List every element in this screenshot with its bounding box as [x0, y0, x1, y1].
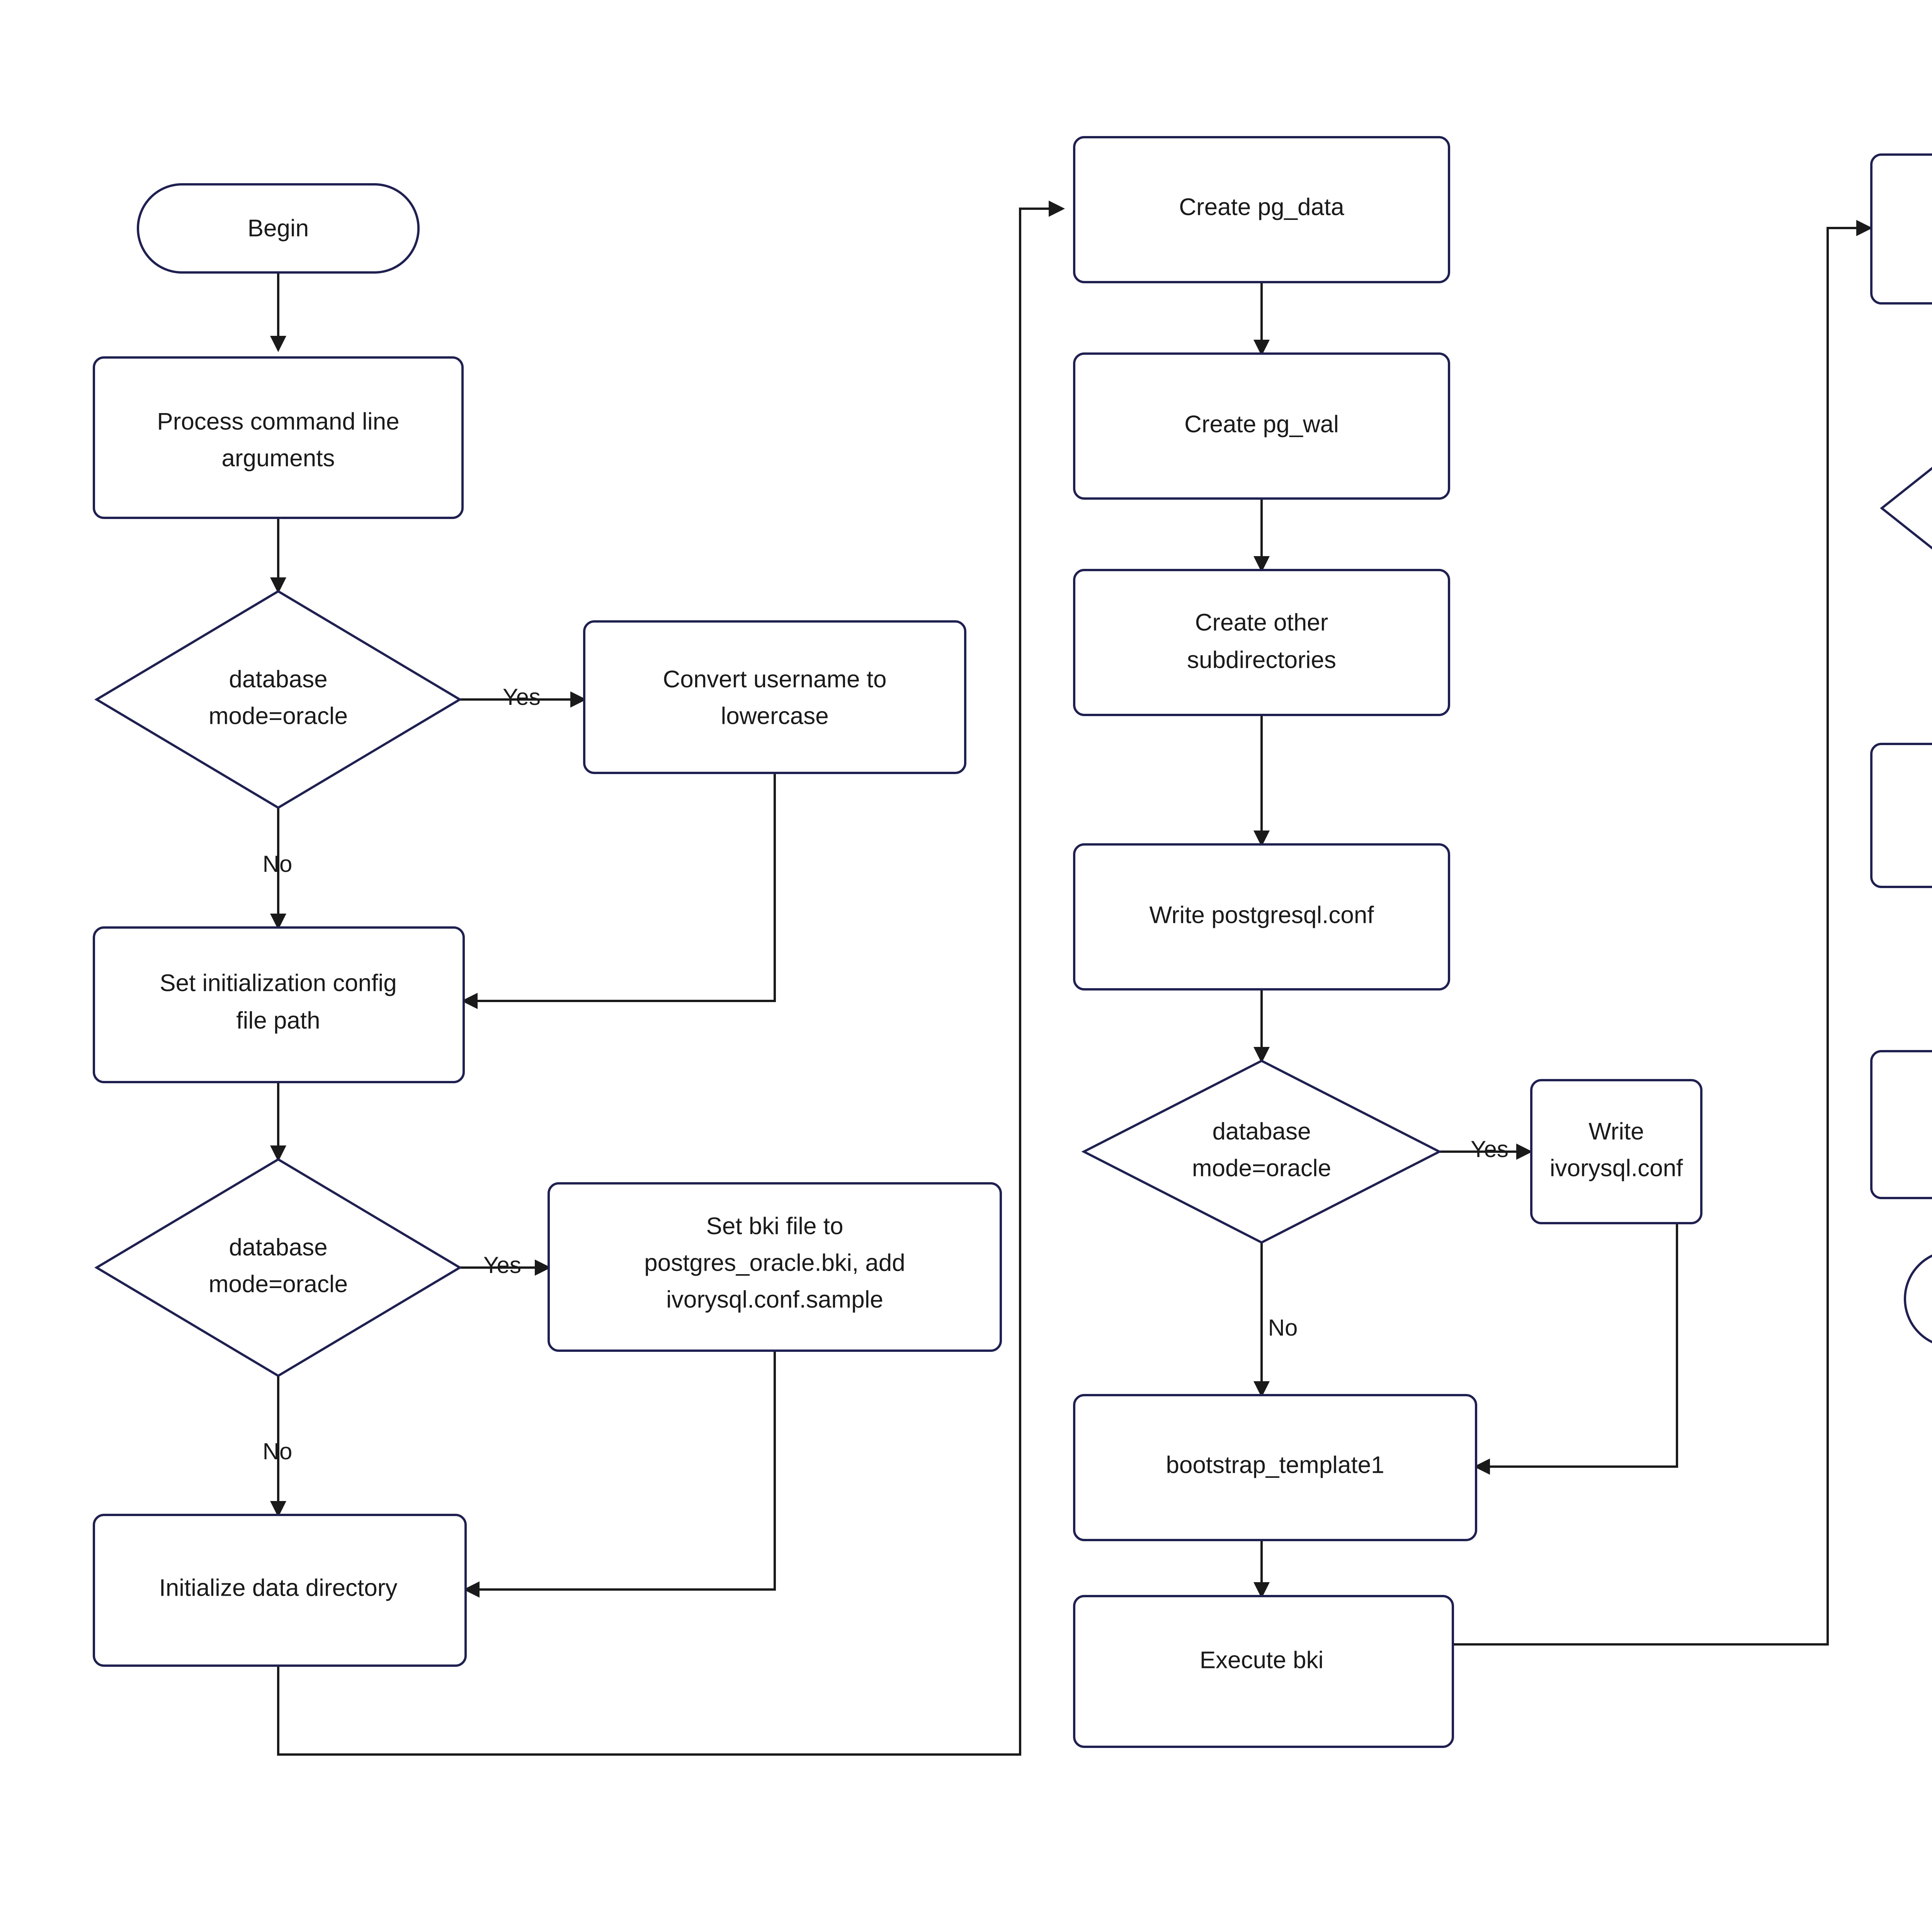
write-ivorysql-conf-label-line2: ivorysql.conf: [1550, 1155, 1683, 1181]
node-decision3[interactable]: database mode=oracle: [1081, 1059, 1442, 1244]
init-db-objects-shape[interactable]: [1870, 153, 1932, 305]
edge-layer: [270, 201, 1872, 1756]
create-pg-data-label: Create pg_data: [1179, 194, 1344, 220]
create-pg-wal-label: Create pg_wal: [1184, 411, 1339, 437]
decision3-label-line2: mode=oracle: [1192, 1155, 1331, 1181]
convert-username-label-line2: lowercase: [721, 703, 828, 729]
convert-username-label-line1: Convert username to: [663, 666, 887, 693]
node-end[interactable]: End: [1904, 1251, 1932, 1347]
node-create-pg-data[interactable]: Create pg_data: [1073, 136, 1450, 283]
decision2-label-line2: mode=oracle: [209, 1271, 348, 1297]
write-ivorysql-conf-shape[interactable]: [1530, 1079, 1702, 1224]
bootstrap-template1-shape[interactable]: [1073, 1394, 1477, 1541]
print-completion-shape[interactable]: [1870, 1050, 1932, 1199]
node-write-ivorysql-conf[interactable]: Write ivorysql.conf: [1530, 1079, 1702, 1224]
node-execute-bki[interactable]: Execute bki: [1073, 1595, 1454, 1748]
set-bki-label-line2: postgres_oracle.bki, add: [644, 1249, 905, 1276]
edge-label-yes-3: Yes: [1471, 1136, 1509, 1162]
node-set-init-config[interactable]: Set initialization config file path: [93, 926, 465, 1083]
init-data-dir-shape[interactable]: [93, 1514, 467, 1667]
edge-label-no-2: No: [263, 1438, 293, 1464]
node-decision2[interactable]: database mode=oracle: [94, 1158, 462, 1377]
edge-label-layer: Yes No Yes No Yes No Yes No: [263, 684, 1509, 1464]
edge-write-ivorysql-conf-to-bootstrap-template1: [1474, 1223, 1678, 1475]
decision1-label-line1: database: [229, 666, 327, 693]
process-args-label-line1: Process command line: [157, 408, 399, 435]
decision2-label-line1: database: [229, 1234, 327, 1261]
edge-init-data-dir-to-create-pg-data: [277, 201, 1065, 1756]
create-other-label-line1: Create other: [1195, 609, 1328, 636]
decision1-shape[interactable]: [94, 590, 462, 809]
node-print-completion[interactable]: Print completion message: [1870, 1050, 1932, 1199]
edge-label-no-3: No: [1268, 1315, 1298, 1341]
edge-label-yes-1: Yes: [503, 684, 541, 710]
node-process-args[interactable]: Process command line arguments: [93, 356, 464, 519]
load-templates-shape[interactable]: [1870, 743, 1932, 888]
decision2-shape[interactable]: [94, 1158, 462, 1377]
set-init-config-shape[interactable]: [93, 926, 465, 1083]
edge-set-bki-to-init-data-dir: [463, 1351, 776, 1598]
node-load-templates[interactable]: Load template0, postgres, ivorysql datab…: [1870, 743, 1932, 888]
set-bki-label-line1: Set bki file to: [706, 1213, 844, 1239]
execute-bki-shape[interactable]: [1073, 1595, 1454, 1748]
edge-label-no-1: No: [263, 851, 293, 877]
decision3-shape[interactable]: [1081, 1059, 1442, 1244]
create-other-shape[interactable]: [1073, 569, 1450, 716]
write-postgresql-conf-shape[interactable]: [1073, 843, 1450, 990]
write-postgresql-conf-label: Write postgresql.conf: [1149, 902, 1374, 928]
create-other-label-line2: subdirectories: [1187, 647, 1336, 673]
edge-execute-bki-to-init-db-objects: [1453, 220, 1872, 1646]
node-init-db-objects[interactable]: Initialize database objects: [1870, 153, 1932, 305]
init-data-dir-label: Initialize data directory: [159, 1574, 398, 1601]
begin-label: Begin: [248, 215, 309, 242]
begin-terminator-shape[interactable]: [137, 183, 420, 274]
node-init-data-dir[interactable]: Initialize data directory: [93, 1514, 467, 1667]
process-args-shape[interactable]: [93, 356, 464, 519]
create-pg-data-shape[interactable]: [1073, 136, 1450, 283]
set-init-config-label-line1: Set initialization config: [160, 970, 396, 996]
node-set-bki[interactable]: Set bki file to postgres_oracle.bki, add…: [548, 1182, 1002, 1352]
execute-bki-label: Execute bki: [1200, 1647, 1324, 1673]
node-create-pg-wal[interactable]: Create pg_wal: [1073, 352, 1450, 500]
node-bootstrap-template1[interactable]: bootstrap_template1: [1073, 1394, 1477, 1541]
node-convert-username[interactable]: Convert username to lowercase: [583, 620, 966, 774]
edge-convert-username-to-set-init-config: [461, 773, 776, 1009]
set-bki-shape[interactable]: [548, 1182, 1002, 1352]
node-decision1[interactable]: database mode=oracle: [94, 590, 462, 809]
bootstrap-template1-label: bootstrap_template1: [1166, 1452, 1384, 1478]
node-create-other[interactable]: Create other subdirectories: [1073, 569, 1450, 716]
set-init-config-label-line2: file path: [236, 1007, 320, 1034]
node-write-postgresql-conf[interactable]: Write postgresql.conf: [1073, 843, 1450, 990]
create-pg-wal-shape[interactable]: [1073, 352, 1450, 500]
process-args-label-line2: arguments: [222, 445, 335, 471]
node-decision4[interactable]: database mode=oracle: [1880, 367, 1932, 649]
decision4-shape[interactable]: [1880, 367, 1932, 649]
set-bki-label-line3: ivorysql.conf.sample: [666, 1286, 883, 1313]
write-ivorysql-conf-label-line1: Write: [1588, 1118, 1644, 1145]
convert-username-shape[interactable]: [583, 620, 966, 774]
node-begin[interactable]: Begin: [137, 183, 420, 274]
edge-label-yes-2: Yes: [483, 1252, 521, 1278]
decision3-label-line1: database: [1212, 1118, 1311, 1145]
decision1-label-line2: mode=oracle: [209, 703, 348, 729]
end-terminator-shape[interactable]: [1904, 1251, 1932, 1347]
